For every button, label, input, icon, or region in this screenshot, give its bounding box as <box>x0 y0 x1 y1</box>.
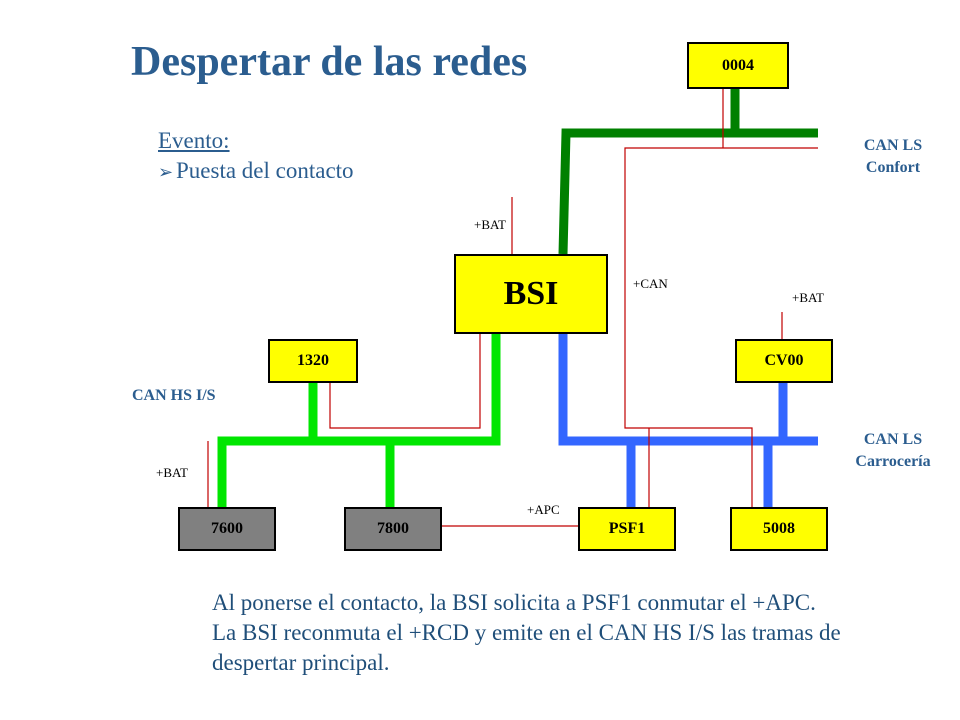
signal-label-bat-cv00: +BAT <box>792 290 824 305</box>
event-block: Evento: ➢Puesta del contacto <box>158 126 354 187</box>
bus-label-line: Carrocería <box>855 453 931 470</box>
description-line: La BSI reconmuta el +RCD y emite en el C… <box>212 620 841 645</box>
bus-label-line: Confort <box>865 159 921 176</box>
signal-wires <box>207 89 818 527</box>
signal-label-bat-7600: +BAT <box>156 465 188 480</box>
node-bsi: BSI <box>454 254 608 334</box>
can-ls-confort-bus <box>558 89 818 255</box>
description-line: Al ponerse el contacto, la BSI solicita … <box>212 590 816 615</box>
can-hs-bus <box>217 334 501 507</box>
event-label: Evento: <box>158 128 230 153</box>
page-title: Despertar de las redes <box>131 39 528 85</box>
can-ls-carroceria-bus <box>558 334 818 507</box>
description-line: despertar principal. <box>212 650 390 675</box>
node-0004: 0004 <box>687 42 789 89</box>
signal-label-apc: +APC <box>527 502 560 517</box>
bus-label-can-hs: CAN HS I/S <box>132 387 216 404</box>
event-item-text: Puesta del contacto <box>176 158 354 183</box>
bus-label-line: CAN LS <box>863 431 923 448</box>
arrow-bullet-icon: ➢ <box>158 162 174 182</box>
node-7600: 7600 <box>178 507 276 551</box>
bus-label-can-ls-carroceria: CAN LS Carrocería <box>840 429 946 473</box>
bus-label-can-ls-confort: CAN LS Confort <box>848 135 938 179</box>
node-psf1: PSF1 <box>578 507 676 551</box>
node-5008: 5008 <box>730 507 828 551</box>
signal-label-can: +CAN <box>633 276 668 291</box>
node-cv00: CV00 <box>735 339 833 383</box>
bus-label-line: CAN LS <box>863 137 923 154</box>
node-1320: 1320 <box>268 339 358 383</box>
signal-label-bat-bsi: +BAT <box>474 217 506 232</box>
description-text: Al ponerse el contacto, la BSI solicita … <box>212 588 952 678</box>
event-item: ➢Puesta del contacto <box>158 156 354 187</box>
node-7800: 7800 <box>344 507 442 551</box>
